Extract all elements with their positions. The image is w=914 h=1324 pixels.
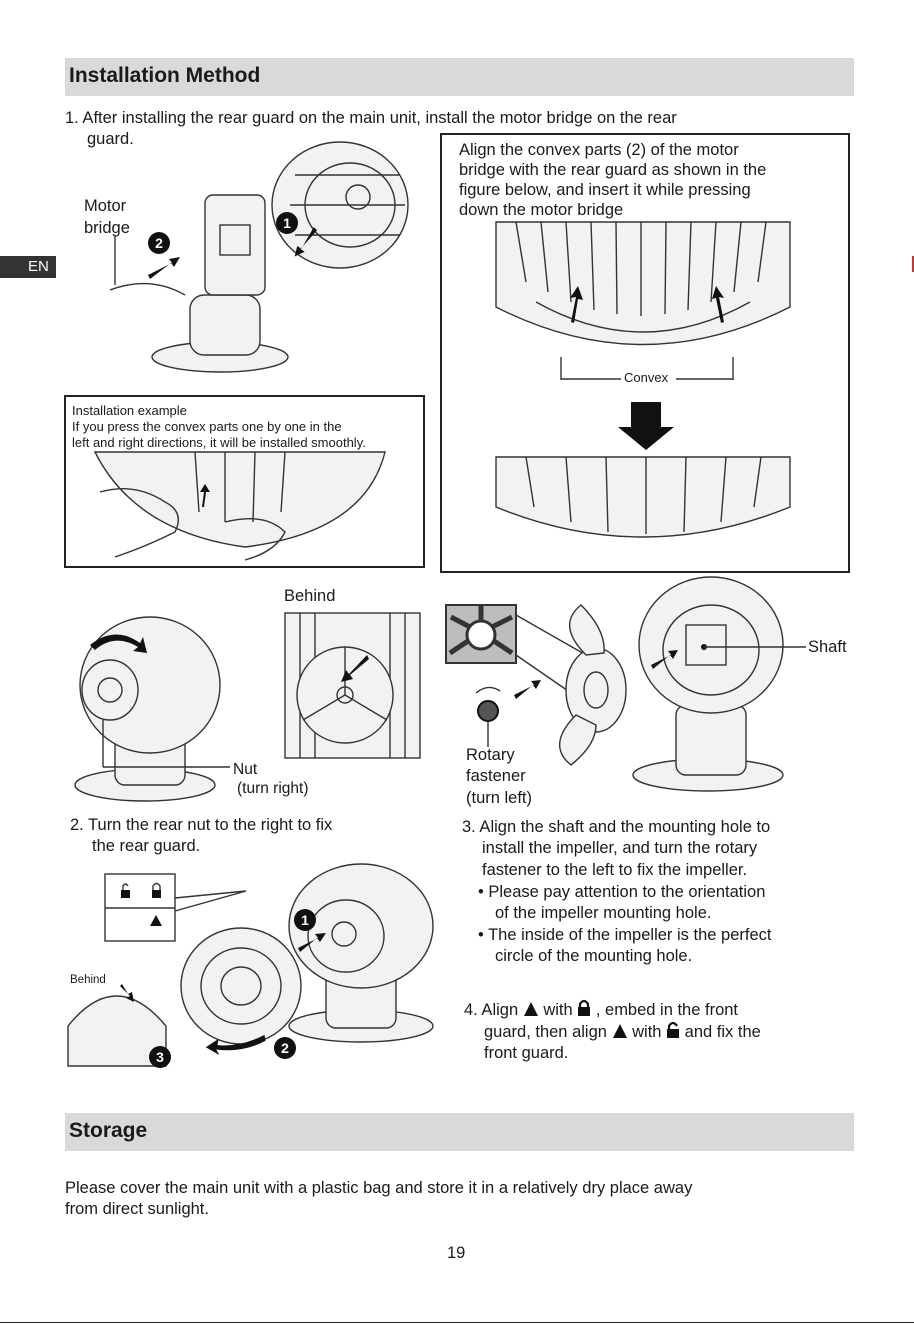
storage-title: Storage — [69, 1119, 148, 1142]
page-number: 19 — [447, 1244, 466, 1262]
shaft-label: Shaft — [808, 638, 847, 656]
behind-small-label: Behind — [70, 974, 106, 986]
step3-text-line3: fastener to the left to fix the impeller… — [482, 861, 748, 879]
convex-label: Convex — [624, 370, 669, 385]
step3-bullet2-line2: circle of the mounting hole. — [495, 947, 693, 965]
step4-text-a: 4. Align — [464, 1001, 519, 1019]
badge-1: 1 — [276, 212, 298, 234]
lock-icon — [578, 999, 591, 1016]
convex-alignment-diagram — [495, 221, 791, 538]
installation-title: Installation Method — [69, 64, 261, 87]
installation-example-box — [64, 395, 425, 568]
fan-rear-guard-illustration — [109, 141, 409, 373]
step1-text-line2: guard. — [87, 130, 134, 148]
language-tab: EN — [0, 256, 56, 278]
installation-header: Installation Method — [65, 58, 854, 96]
fastener-label: fastener — [466, 767, 526, 785]
step4-text-c: , embed in the front — [595, 1001, 739, 1019]
align-line-3: figure below, and insert it while pressi… — [459, 181, 751, 199]
example-line-1: Installation example — [72, 403, 187, 418]
step3-text-line2: install the impeller, and turn the rotar… — [482, 839, 758, 857]
storage-header: Storage — [65, 1113, 854, 1151]
motor-label: Motor — [84, 197, 127, 215]
turn-left-label: (turn left) — [466, 789, 533, 807]
step2-text-line2: the rear guard. — [92, 837, 201, 855]
example-line-3: left and right directions, it will be in… — [72, 435, 366, 450]
step1-text-line1: 1. After installing the rear guard on th… — [65, 109, 677, 127]
align-line-2: bridge with the rear guard as shown in t… — [459, 161, 767, 179]
triangle-icon — [523, 1002, 538, 1016]
step4-text-line2-c: and fix the — [684, 1023, 761, 1041]
bridge-label: bridge — [84, 219, 130, 237]
badge-2: 2 — [148, 232, 170, 254]
rear-nut-illustration — [74, 612, 421, 802]
storage-text-line2: from direct sunlight. — [65, 1200, 209, 1218]
step4-line1: 4. Align with , embed in the front — [464, 999, 738, 1021]
edge-mark — [912, 256, 914, 272]
hands-pressing-illustration — [93, 451, 386, 561]
lock-icon — [152, 882, 161, 898]
nut-label: Nut — [233, 761, 258, 778]
align-line-1: Align the convex parts (2) of the motor — [459, 141, 739, 159]
step4-text-b: with — [543, 1001, 573, 1019]
bottom-rule — [0, 1322, 914, 1323]
step3-bullet1-line2: of the impeller mounting hole. — [495, 904, 712, 922]
front-guard-illustration — [67, 863, 434, 1067]
impeller-shaft-illustration — [445, 576, 806, 792]
step4-badge-1: 1 — [294, 909, 316, 931]
storage-text-line1: Please cover the main unit with a plasti… — [65, 1179, 693, 1197]
step4-text-line2-a: guard, then align — [484, 1023, 607, 1041]
step4-badge-3: 3 — [149, 1046, 171, 1068]
step2-text-line1: 2. Turn the rear nut to the right to fix — [70, 816, 333, 834]
step4-badge-2: 2 — [274, 1037, 296, 1059]
example-line-2: If you press the convex parts one by one… — [72, 419, 342, 434]
behind-label: Behind — [284, 587, 336, 605]
triangle-icon — [612, 1024, 627, 1038]
rotary-label: Rotary — [466, 746, 515, 764]
step4-text-line2-b: with — [632, 1023, 662, 1041]
step3-bullet1-line1: • Please pay attention to the orientatio… — [478, 883, 766, 901]
step4-line2: guard, then align with and fix the — [484, 1021, 761, 1043]
step3-bullet2-line1: • The inside of the impeller is the perf… — [478, 926, 772, 944]
unlock-icon — [121, 883, 130, 898]
align-line-4: down the motor bridge — [459, 201, 624, 219]
unlock-icon — [667, 1021, 680, 1038]
align-instruction-box — [440, 133, 850, 573]
nut-note: (turn right) — [237, 780, 309, 797]
step4-line3: front guard. — [484, 1044, 569, 1062]
step3-text-line1: 3. Align the shaft and the mounting hole… — [462, 818, 771, 836]
